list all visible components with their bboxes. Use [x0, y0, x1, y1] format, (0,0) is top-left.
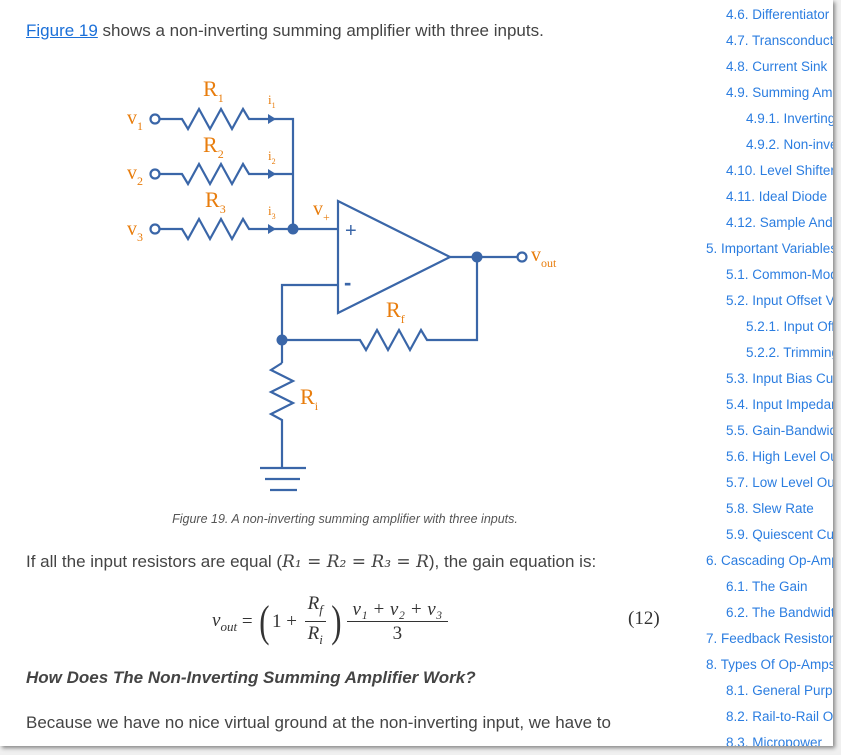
page: Figure 19 shows a non-inverting summing …: [0, 0, 833, 746]
toc-item[interactable]: 8.1. General Purpose: [726, 683, 833, 698]
equation-number: (12): [628, 608, 660, 629]
toc-item[interactable]: 7. Feedback Resistors: [706, 631, 833, 646]
section-heading: How Does The Non-Inverting Summing Ampli…: [26, 668, 476, 687]
circuit-diagram: + - R1 R2 R3 v1 v2 v3 i1 i2 i3 v+ vout R…: [127, 76, 557, 492]
plus-sign: +: [345, 220, 357, 242]
toc-item[interactable]: 4.11. Ideal Diode: [726, 189, 828, 204]
toc-item[interactable]: 4.9. Summing Amplifier: [726, 85, 833, 100]
label-i3: i3: [268, 203, 276, 221]
label-vout: vout: [531, 244, 557, 270]
toc-item[interactable]: 4.10. Level Shifter: [726, 163, 833, 178]
label-r3: R3: [205, 187, 226, 216]
label-v2: v2: [127, 162, 143, 188]
toc-item[interactable]: 4.9.1. Inverting: [746, 111, 833, 126]
resistor-equality: R₁ = R₂ = R₃ = R: [282, 552, 429, 572]
toc-item[interactable]: 4.7. Transconductance: [726, 33, 833, 48]
intro-text: shows a non-inverting summing amplifier …: [97, 21, 544, 40]
toc-item[interactable]: 5.2. Input Offset Voltage: [726, 293, 833, 308]
toc-item[interactable]: 6.1. The Gain: [726, 579, 808, 594]
toc-item[interactable]: 5.2.1. Input Offset: [746, 319, 833, 334]
label-v3: v3: [127, 218, 143, 244]
gain-text-after: ), the gain equation is:: [428, 552, 597, 571]
toc-item[interactable]: 4.8. Current Sink: [726, 59, 828, 74]
label-i2: i2: [268, 148, 276, 166]
label-r1: R1: [203, 76, 224, 105]
label-r2: R2: [203, 132, 224, 161]
figure-link[interactable]: Figure 19: [26, 21, 98, 40]
toc-item[interactable]: 4.9.2. Non-inverting: [746, 137, 833, 152]
eq-equals: =: [237, 611, 258, 632]
toc-item[interactable]: 5.7. Low Level Output: [726, 475, 833, 490]
eq-fraction-rf-ri: Rf Ri: [304, 593, 326, 652]
toc-item[interactable]: 5.1. Common-Mode: [726, 267, 833, 282]
eq-one-plus: 1 +: [271, 611, 302, 632]
body-paragraph: Because we have no nice virtual ground a…: [26, 713, 611, 732]
gain-equation: vout = ( 1 + Rf Ri ) v₁ + v₂ + v₃ 3: [212, 592, 451, 652]
toc-item[interactable]: 5.8. Slew Rate: [726, 501, 814, 516]
eq-fraction-average: v₁ + v₂ + v₃ 3: [346, 599, 449, 646]
toc-item[interactable]: 5.4. Input Impedance: [726, 397, 833, 412]
toc-item[interactable]: 6.2. The Bandwidth: [726, 605, 833, 620]
toc-item[interactable]: 8.3. Micropower: [726, 735, 823, 746]
toc-item[interactable]: 4.6. Differentiator: [726, 7, 830, 22]
eq-lhs: vout: [212, 609, 238, 634]
toc-item[interactable]: 6. Cascading Op-Amps: [706, 553, 833, 568]
label-v1: v1: [127, 107, 143, 133]
toc-item[interactable]: 5.9. Quiescent Current: [726, 527, 833, 542]
toc-item[interactable]: 5.5. Gain-Bandwidth: [726, 423, 833, 438]
gain-paragraph: If all the input resistors are equal (R₁…: [26, 552, 596, 572]
toc-item[interactable]: 5.3. Input Bias Current: [726, 371, 833, 386]
minus-sign: -: [344, 270, 351, 295]
label-vplus: v+: [313, 198, 330, 224]
toc-item[interactable]: 8. Types Of Op-Amps: [706, 657, 833, 672]
label-ri: Ri: [300, 384, 319, 413]
gain-text-before: If all the input resistors are equal (: [26, 552, 283, 571]
intro-paragraph: Figure 19 shows a non-inverting summing …: [26, 21, 544, 41]
toc-item[interactable]: 8.2. Rail-to-Rail Output: [726, 709, 833, 724]
toc-item[interactable]: 5. Important Variables: [706, 241, 833, 256]
toc-item[interactable]: 5.6. High Level Output: [726, 449, 833, 464]
toc-item[interactable]: 5.2.2. Trimming: [746, 345, 833, 360]
label-i1: i1: [268, 92, 276, 110]
toc-item[interactable]: 4.12. Sample And: [726, 215, 833, 230]
figure-caption: Figure 19. A non-inverting summing ampli…: [172, 512, 518, 526]
label-rf: Rf: [386, 297, 405, 326]
